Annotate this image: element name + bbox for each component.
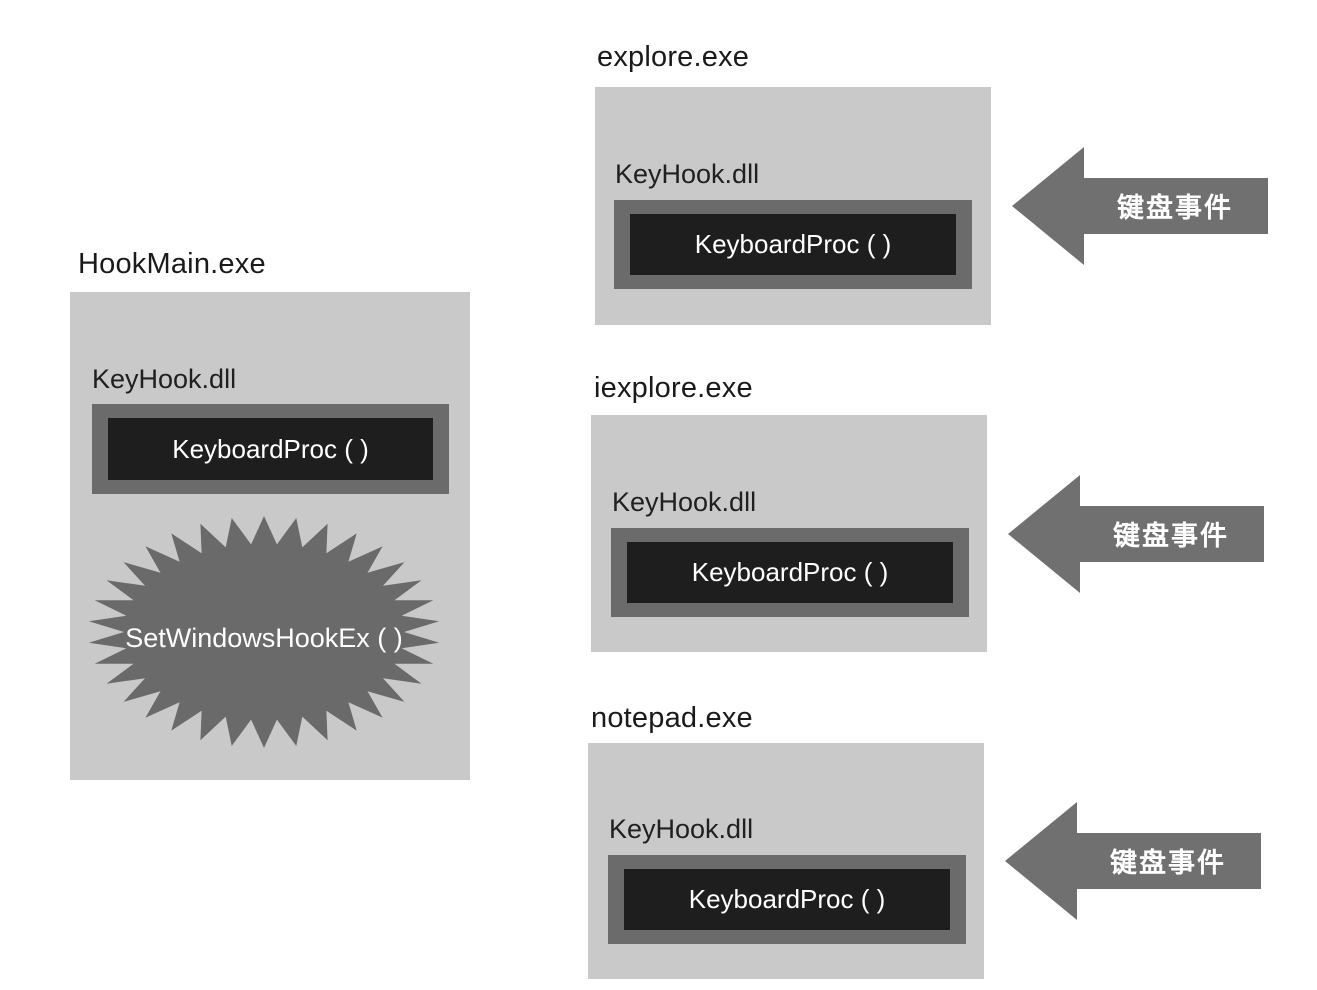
hookmain-process-box: KeyHook.dll KeyboardProc ( ) SetWindowsH… <box>70 292 470 780</box>
iexplore-dll-label: KeyHook.dll <box>612 487 757 517</box>
iexplore-keyboardproc: KeyboardProc ( ) <box>627 542 953 603</box>
explore-keyboardproc: KeyboardProc ( ) <box>630 214 956 275</box>
iexplore-title: iexplore.exe <box>594 372 753 404</box>
notepad-title: notepad.exe <box>591 702 753 734</box>
hookmain-dll-label: KeyHook.dll <box>92 364 237 394</box>
notepad-event-label: 键盘事件 <box>1110 847 1226 878</box>
notepad-dll-frame: KeyboardProc ( ) <box>608 855 966 944</box>
explore-dll-label: KeyHook.dll <box>615 159 760 189</box>
explore-title: explore.exe <box>597 41 750 73</box>
iexplore-event-label: 键盘事件 <box>1113 520 1229 551</box>
iexplore-event-arrow-icon <box>1008 475 1264 593</box>
starburst-polygon <box>88 516 440 748</box>
notepad-keyboardproc: KeyboardProc ( ) <box>624 869 950 930</box>
setwindowshookex-label: SetWindowsHookEx ( ) <box>125 622 403 653</box>
explore-dll-frame: KeyboardProc ( ) <box>614 200 972 289</box>
hookmain-dll-frame: KeyboardProc ( ) <box>92 404 449 494</box>
explore-event-arrow-icon <box>1012 147 1268 265</box>
notepad-dll-label: KeyHook.dll <box>609 814 754 844</box>
hookmain-title: HookMain.exe <box>78 248 266 280</box>
notepad-event-arrow-icon <box>1005 802 1261 920</box>
hook-starburst-shape <box>88 516 440 748</box>
iexplore-process-box: KeyHook.dll KeyboardProc ( ) <box>591 415 987 652</box>
hookmain-keyboardproc: KeyboardProc ( ) <box>108 418 433 480</box>
notepad-process-box: KeyHook.dll KeyboardProc ( ) <box>588 743 984 979</box>
explore-process-box: KeyHook.dll KeyboardProc ( ) <box>595 87 991 325</box>
explore-event-label: 键盘事件 <box>1117 192 1233 223</box>
iexplore-dll-frame: KeyboardProc ( ) <box>611 528 969 617</box>
